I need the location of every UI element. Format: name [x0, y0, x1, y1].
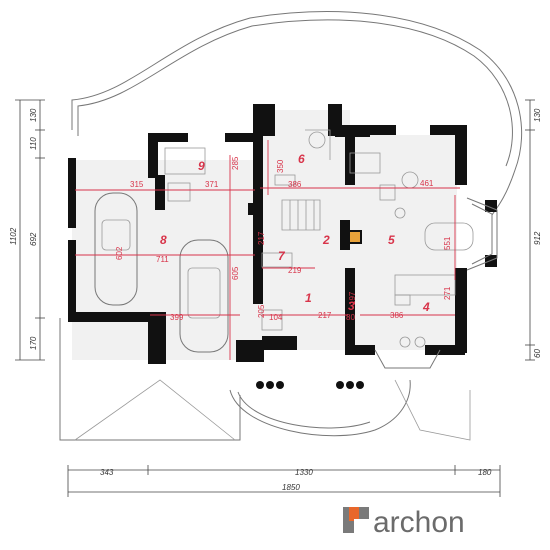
- dim-label: 197: [348, 291, 357, 305]
- room-number: 2: [322, 233, 330, 247]
- dim-label: 602: [115, 246, 124, 260]
- dim-label: 80: [346, 313, 355, 322]
- car-icon: [94, 192, 138, 306]
- walls: [68, 104, 497, 364]
- dim-label: 912: [533, 231, 542, 245]
- dim-label: 315: [130, 180, 144, 189]
- dim-label: 371: [205, 180, 219, 189]
- dim-label: 1330: [295, 468, 313, 477]
- dim-label: 219: [288, 266, 302, 275]
- dim-label: 399: [170, 313, 184, 322]
- dim-label: 343: [100, 468, 114, 477]
- interior-dimension-lines: [75, 140, 460, 360]
- dim-label: 551: [443, 236, 452, 250]
- dim-label: 271: [443, 286, 452, 300]
- dim-label: 1850: [282, 483, 300, 492]
- room-number: 4: [422, 300, 430, 314]
- room-number: 9: [198, 159, 205, 173]
- dim-label: 285: [231, 156, 240, 170]
- dim-label: 386: [390, 311, 404, 320]
- dim-label: 350: [276, 159, 285, 173]
- dim-label: 1102: [9, 227, 18, 245]
- outer-dimension-lines: [15, 99, 535, 497]
- dim-label: 170: [29, 336, 38, 350]
- bay-window: [466, 197, 498, 271]
- room-number: 3: [348, 299, 355, 313]
- dim-label: 217: [257, 231, 266, 245]
- dim-label: 692: [29, 232, 38, 246]
- terrace-outline: [59, 11, 522, 441]
- dim-label: 130: [29, 108, 38, 122]
- dim-label: 217: [318, 311, 332, 320]
- dim-label: 110: [29, 137, 38, 150]
- dim-label: 205: [257, 304, 266, 318]
- dim-label: 104: [269, 313, 283, 322]
- archon-logo: archon: [343, 506, 465, 539]
- furniture: [164, 129, 474, 348]
- entrance-columns: [256, 381, 364, 389]
- dim-label: 130: [533, 108, 542, 122]
- room-number: 8: [160, 233, 167, 247]
- dim-label: 605: [231, 266, 240, 280]
- dim-label: 180: [478, 468, 492, 477]
- dim-label: 461: [420, 179, 434, 188]
- room-number: 6: [298, 152, 305, 166]
- room-number: 5: [388, 233, 395, 247]
- dim-label: 60: [533, 349, 542, 358]
- car-icon: [179, 239, 229, 353]
- dim-label: 386: [288, 180, 302, 189]
- kitchen-bay: [374, 349, 441, 369]
- dim-label: 711: [156, 255, 169, 264]
- logo-text: archon: [373, 506, 465, 539]
- room-number: 1: [305, 291, 312, 305]
- room-number: 7: [278, 249, 286, 263]
- stairs: [281, 199, 321, 231]
